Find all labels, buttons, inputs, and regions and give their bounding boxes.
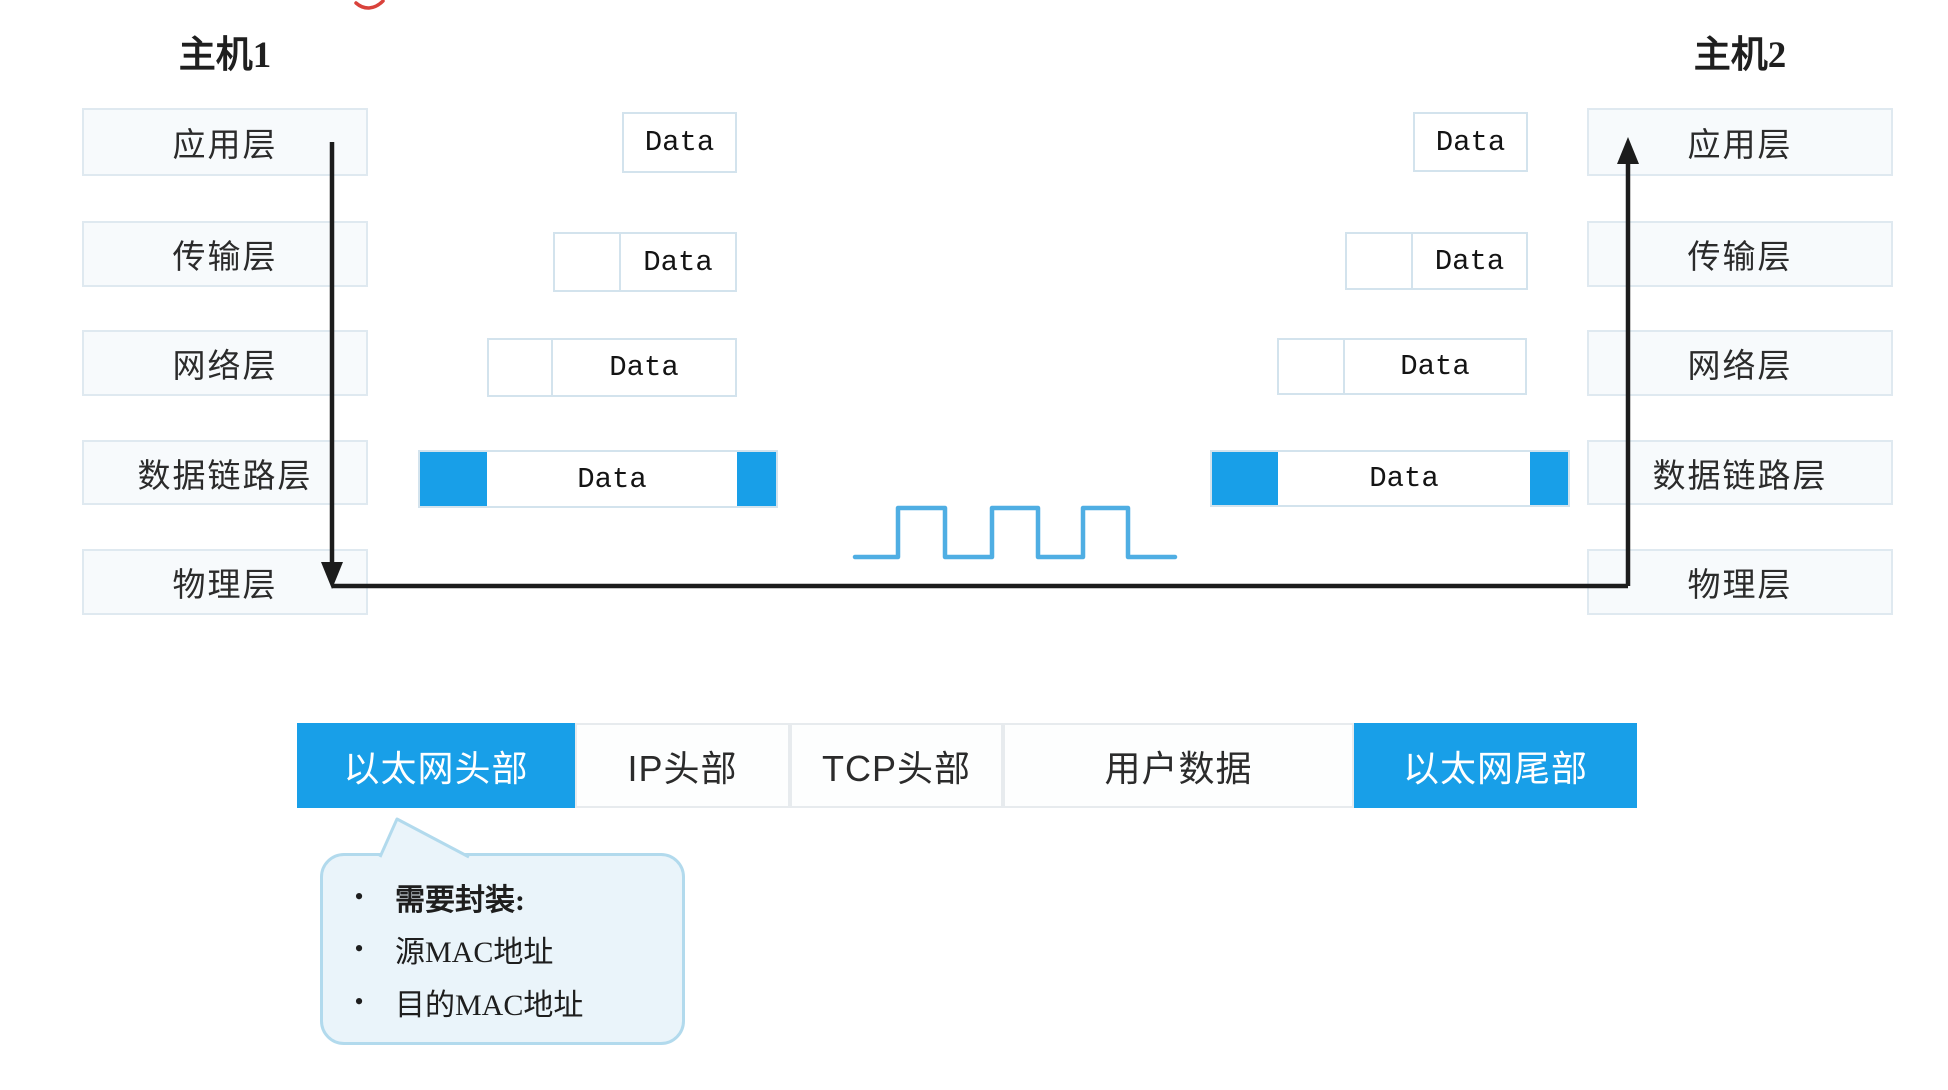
host2-data-link-layer: 数据链路层 bbox=[1587, 440, 1893, 505]
host2-transport-layer: 传输层 bbox=[1587, 221, 1893, 287]
host1-application-layer: 应用层 bbox=[82, 108, 368, 176]
callout-text: 目的MAC地址 bbox=[395, 988, 584, 1022]
host2-physical-layer: 物理层 bbox=[1587, 549, 1893, 615]
host2-transport-segment: Data bbox=[1345, 232, 1528, 290]
host2-network-packet: Data bbox=[1277, 338, 1527, 395]
frame-cell-tcp-header: TCP头部 bbox=[790, 723, 1003, 808]
header-cell bbox=[555, 234, 621, 290]
host1-network-packet: Data bbox=[487, 338, 737, 397]
callout-text: 需要封装: bbox=[395, 883, 525, 917]
host2-title: 主机2 bbox=[1693, 35, 1787, 76]
host1-physical-layer: 物理层 bbox=[82, 549, 368, 615]
callout-item: • 源MAC地址 bbox=[323, 927, 682, 971]
host1-ethernet-frame: Data bbox=[418, 450, 778, 508]
host1-transport-segment: Data bbox=[553, 232, 737, 292]
host2-network-layer: 网络层 bbox=[1587, 330, 1893, 396]
bullet-icon: • bbox=[354, 934, 364, 963]
callout-text: 源MAC地址 bbox=[395, 936, 554, 969]
host1-app-data-unit: Data bbox=[622, 112, 737, 173]
frame-trailer-cell bbox=[737, 452, 776, 506]
data-label: Data bbox=[643, 245, 713, 279]
host2-application-layer: 应用层 bbox=[1587, 108, 1893, 176]
host2-ethernet-frame: Data bbox=[1210, 450, 1570, 507]
host1-data-link-layer: 数据链路层 bbox=[82, 440, 368, 505]
frame-header-cell bbox=[1212, 452, 1278, 505]
data-label: Data bbox=[1400, 350, 1470, 383]
host2-app-data-unit: Data bbox=[1413, 112, 1528, 172]
frame-cell-ip-header: IP头部 bbox=[575, 723, 790, 808]
frame-cell-ethernet-trailer: 以太网尾部 bbox=[1354, 723, 1637, 808]
data-label: Data bbox=[609, 351, 679, 384]
callout-item: • 需要封装: bbox=[323, 875, 682, 919]
frame-cell-ethernet-header: 以太网头部 bbox=[297, 723, 575, 808]
header-cell bbox=[1279, 340, 1345, 393]
frame-cell-user-data: 用户数据 bbox=[1003, 723, 1354, 808]
host1-transport-layer: 传输层 bbox=[82, 221, 368, 287]
callout-item: • 目的MAC地址 bbox=[323, 980, 682, 1024]
host1-network-layer: 网络层 bbox=[82, 330, 368, 396]
ethernet-header-callout: • 需要封装: • 源MAC地址 • 目的MAC地址 bbox=[320, 853, 685, 1045]
data-label: Data bbox=[1435, 125, 1506, 159]
header-cell bbox=[1347, 234, 1413, 288]
data-label: Data bbox=[577, 462, 647, 496]
bullet-icon: • bbox=[354, 986, 364, 1016]
signal-waveform-icon bbox=[852, 505, 1178, 560]
frame-trailer-cell bbox=[1530, 452, 1568, 505]
bullet-icon: • bbox=[354, 881, 364, 911]
data-label: Data bbox=[644, 126, 715, 159]
data-label: Data bbox=[1434, 244, 1505, 278]
red-annotation-mark bbox=[354, 0, 385, 10]
header-cell bbox=[489, 340, 553, 395]
callout-tail bbox=[378, 817, 470, 859]
frame-header-cell bbox=[420, 452, 487, 506]
host1-title: 主机1 bbox=[178, 35, 272, 76]
data-label: Data bbox=[1369, 462, 1439, 495]
